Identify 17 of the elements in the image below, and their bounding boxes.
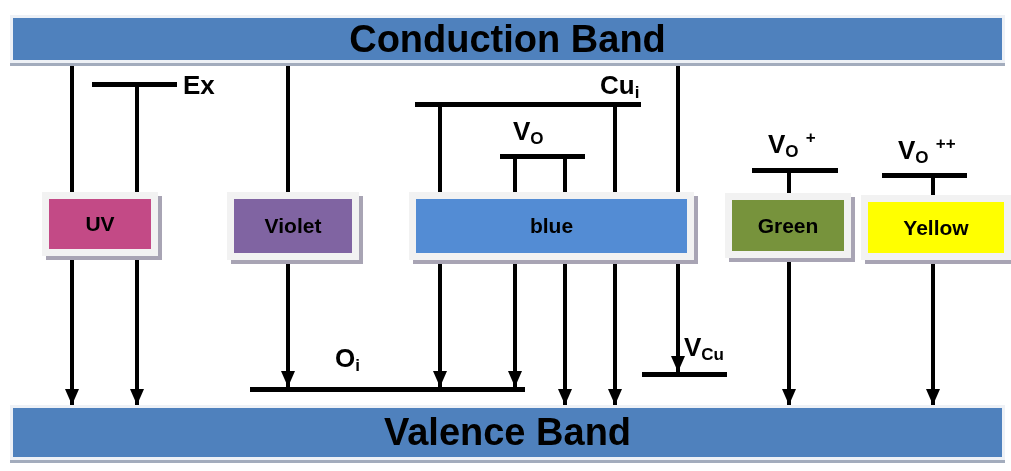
level-label: O$_{i}$ [335, 343, 360, 376]
transition-line [135, 87, 139, 192]
level-label: V$_{Cu}$ [684, 332, 724, 365]
level-label: V$_{O}$ [513, 116, 544, 149]
energy-band: Conduction Band [10, 15, 1005, 63]
transition-line [613, 107, 617, 192]
transition-line [563, 159, 567, 192]
transition-line [676, 63, 680, 192]
transition-line [787, 173, 791, 193]
transition-line [286, 63, 290, 192]
transition-line [70, 63, 74, 192]
transition-line [438, 107, 442, 192]
level-label: Cu$_{i}$ [600, 70, 640, 103]
energy-band: Valence Band [10, 405, 1005, 460]
transition-line [931, 178, 935, 195]
transition-line [513, 159, 517, 192]
level-label: Ex [183, 70, 215, 101]
